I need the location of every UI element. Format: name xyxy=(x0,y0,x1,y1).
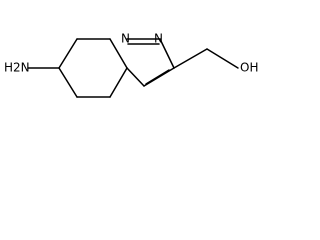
bond-c11-c6 xyxy=(58,38,78,69)
amine-label: H2N xyxy=(4,61,30,75)
hydroxyl-label: OH xyxy=(240,61,258,75)
bond-c7-c8 xyxy=(109,38,128,69)
molecule-diagram: H2N N N OH xyxy=(0,0,300,126)
nitrogen-right-label: N xyxy=(154,32,163,46)
bond-hydroxymethyl xyxy=(173,48,208,69)
bond-n2-c3 xyxy=(159,38,175,69)
bond-c3-c4-double xyxy=(145,69,170,85)
nitrogen-left-label: N xyxy=(121,32,130,46)
bond-oxygen xyxy=(206,48,239,69)
bond-c10-c11 xyxy=(58,67,78,98)
bond-c4-n1 xyxy=(126,67,145,87)
bond-c8-c9 xyxy=(109,67,128,98)
